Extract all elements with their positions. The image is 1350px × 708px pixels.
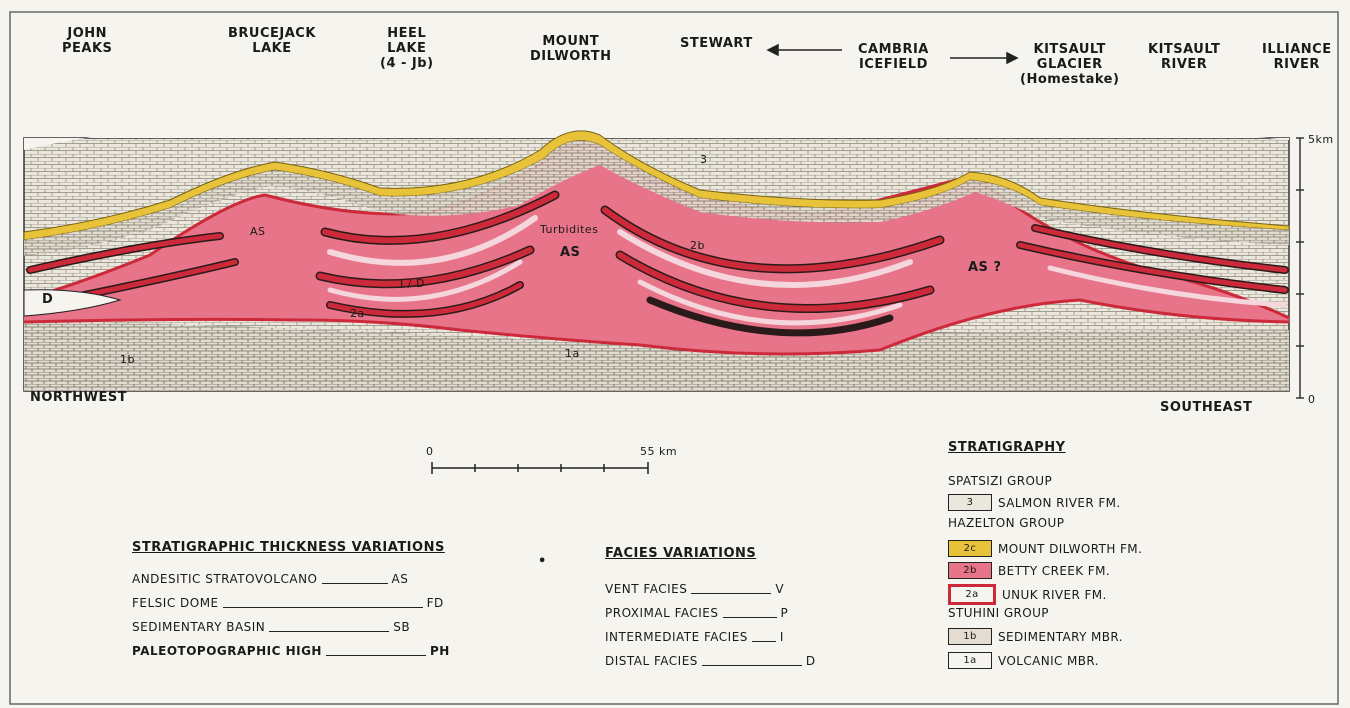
unuk-river-row: 2a UNUK RIVER FM.: [948, 584, 1107, 605]
label-as-center: AS: [560, 245, 580, 260]
volcanic-swatch: 1a: [948, 652, 992, 669]
label-1a: 1a: [565, 346, 580, 361]
thickness-heading: STRATIGRAPHIC THICKNESS VARIATIONS: [132, 540, 445, 555]
label-2a: 2a: [350, 306, 365, 321]
label-stewart: STEWART: [680, 36, 753, 51]
facies-row-v: VENT FACIES V: [605, 582, 784, 596]
facies-row-i: INTERMEDIATE FACIES I: [605, 630, 784, 644]
thickness-row-as: ANDESITIC STRATOVOLCANO AS: [132, 572, 408, 586]
mount-dilworth-row: 2c MOUNT DILWORTH FM.: [948, 540, 1142, 557]
facies-row-d: DISTAL FACIES D: [605, 654, 816, 668]
label-southeast: SOUTHEAST: [1160, 400, 1252, 415]
hscale-start: 0: [426, 444, 434, 459]
sedimentary-swatch: 1b: [948, 628, 992, 645]
facies-heading: FACIES VARIATIONS: [605, 546, 756, 561]
betty-creek-swatch: 2b: [948, 562, 992, 579]
stuhini-group: STUHINI GROUP: [948, 606, 1049, 620]
thickness-row-fd: FELSIC DOME FD: [132, 596, 444, 610]
mount-dilworth-swatch: 2c: [948, 540, 992, 557]
label-2b: 2b: [690, 238, 705, 253]
label-as-left: AS: [250, 224, 266, 239]
hazelton-group: HAZELTON GROUP: [948, 516, 1064, 530]
vscale-top: 5km: [1308, 132, 1334, 147]
vertical-scale: [1296, 138, 1304, 398]
dot-marker: •: [538, 554, 547, 569]
label-1b: 1b: [120, 352, 135, 367]
label-i-d: I / D: [400, 276, 425, 291]
spatsizi-group: SPATSIZI GROUP: [948, 474, 1052, 488]
facies-row-p: PROXIMAL FACIES P: [605, 606, 788, 620]
unuk-river-swatch: 2a: [948, 584, 996, 605]
salmon-river-row: 3 SALMON RIVER FM.: [948, 494, 1121, 511]
stratigraphy-heading: STRATIGRAPHY: [948, 440, 1066, 455]
betty-creek-row: 2b BETTY CREEK FM.: [948, 562, 1110, 579]
horizontal-scale: [432, 462, 648, 474]
label-d: D: [42, 292, 53, 307]
label-northwest: NORTHWEST: [30, 390, 127, 405]
volcanic-row: 1a VOLCANIC MBR.: [948, 652, 1099, 669]
label-3: 3: [700, 152, 708, 167]
thickness-row-sb: SEDIMENTARY BASIN SB: [132, 620, 410, 634]
vscale-bottom: 0: [1308, 392, 1316, 407]
label-as-right: AS ?: [968, 260, 1002, 275]
thickness-row-ph: PALEOTOPOGRAPHIC HIGH PH: [132, 644, 450, 658]
sedimentary-row: 1b SEDIMENTARY MBR.: [948, 628, 1123, 645]
salmon-river-swatch: 3: [948, 494, 992, 511]
hscale-end: 55 km: [640, 444, 677, 459]
label-turbidites: Turbidites: [540, 222, 598, 237]
